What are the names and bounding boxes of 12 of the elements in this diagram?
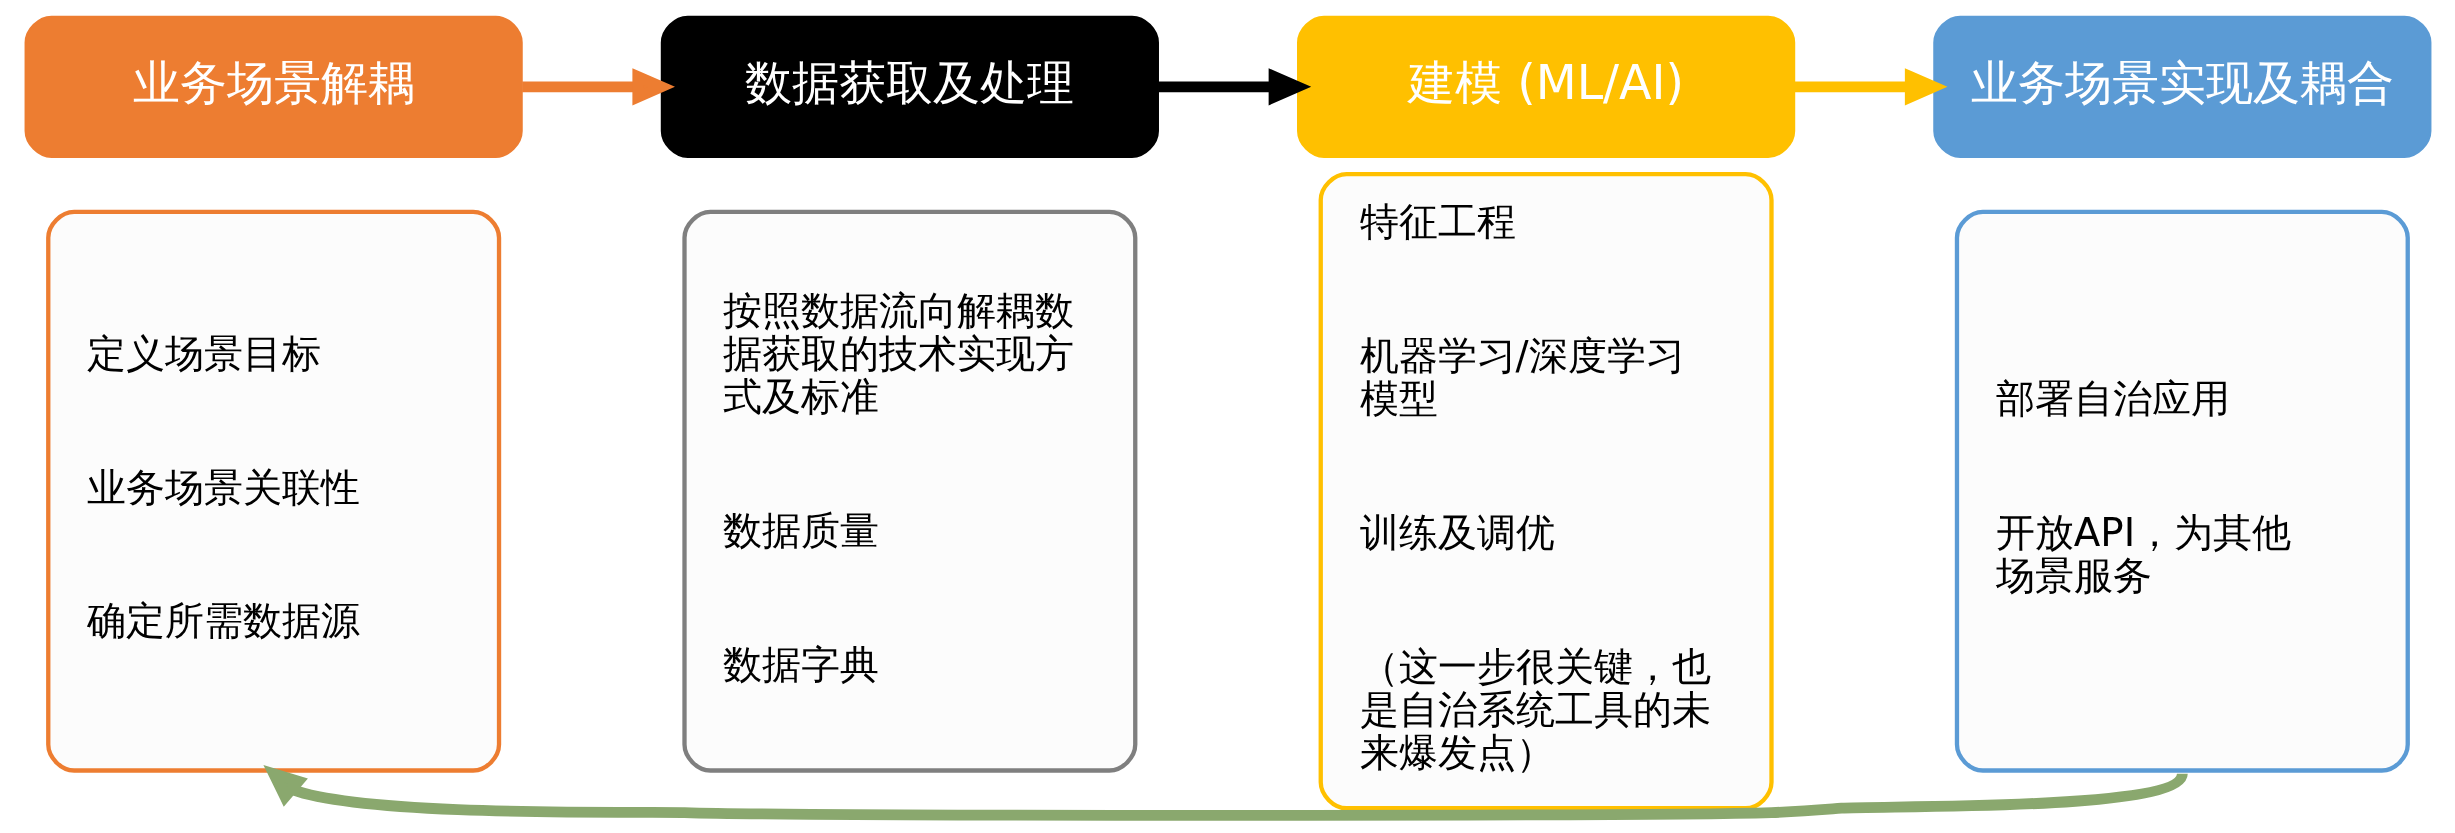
node-box: 业务场景解耦 [24,15,523,158]
node-box: 部署自治应用 开放API，为其他场景服务 [1954,209,2410,773]
node-box: 按照数据流向解耦数据获取的技术实现方式及标准 数据质量 数据字典 [681,209,1137,773]
arrow [1794,68,1947,106]
node-box: 业务场景实现及耦合 [1932,15,2431,158]
arrow [262,765,2186,821]
node-box: 定义场景目标 业务场景关联性 确定所需数据源 [45,209,501,773]
node-box: 特征工程 机器学习/深度学习模型 训练及调优 （这一步很关键，也是自治系统工具的未来爆发点） [1318,172,1774,811]
arrow [521,68,675,106]
node-box: 建模 (ML/AI) [1296,15,1795,158]
arrow [1157,68,1311,106]
node-box: 数据获取及处理 [660,15,1159,158]
